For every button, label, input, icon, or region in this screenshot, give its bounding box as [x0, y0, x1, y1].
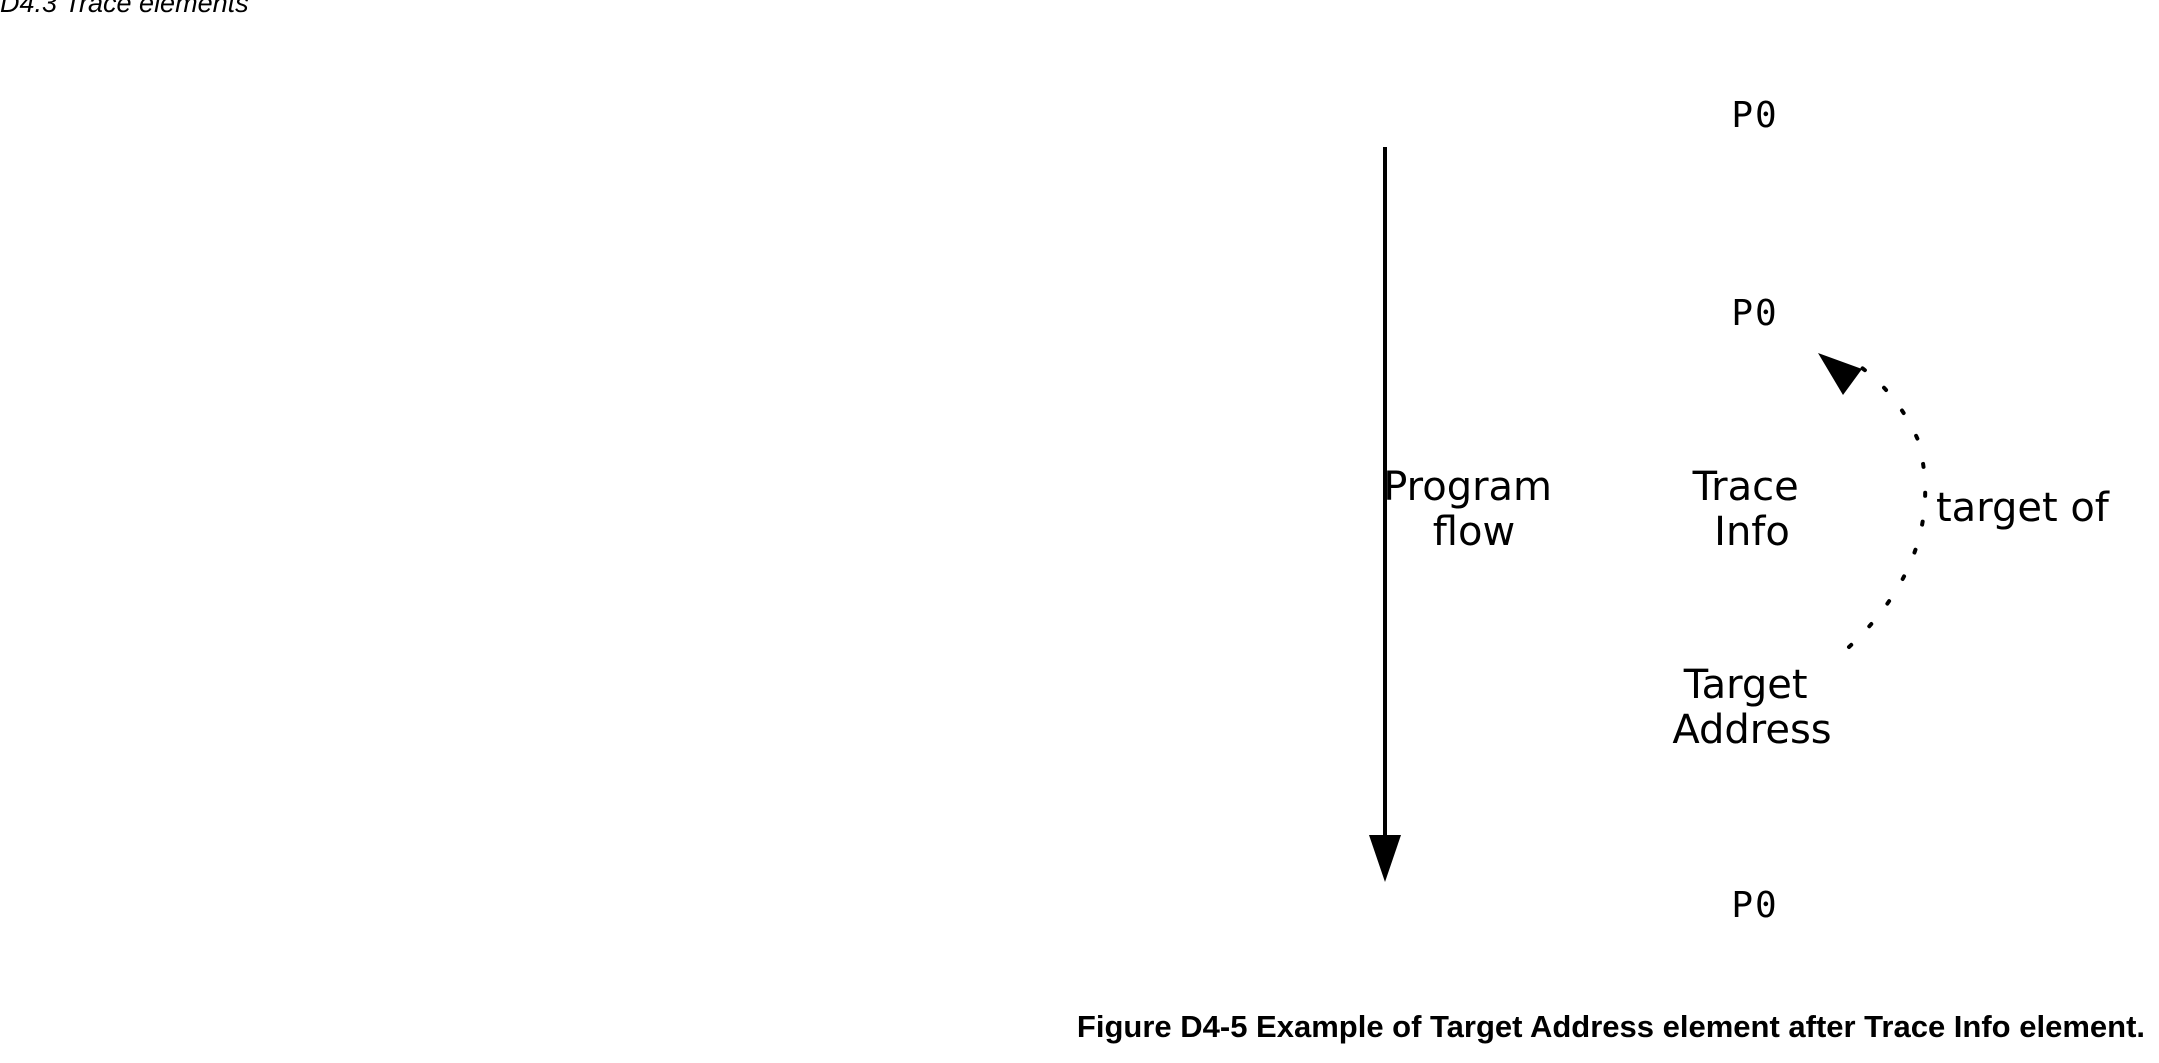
element-p0-third: P0 — [1731, 885, 1778, 926]
element-p0-first: P0 — [1731, 95, 1778, 136]
target-of-label: target of — [1936, 485, 2110, 531]
figure-caption: Figure D4-5 Example of Target Address el… — [1076, 1009, 2145, 1044]
program-flow-arrow — [1369, 147, 1401, 882]
element-p0-second: P0 — [1731, 293, 1778, 334]
target-of-arrow — [1818, 353, 1928, 649]
element-target-address: Target Address — [1672, 662, 1831, 753]
running-header: D4.3 Trace elements — [0, 0, 249, 18]
program-flow-label: Program flow — [1383, 464, 1565, 555]
element-trace-info: Trace Info — [1692, 464, 1812, 555]
target-of-arrowhead — [1818, 353, 1862, 395]
